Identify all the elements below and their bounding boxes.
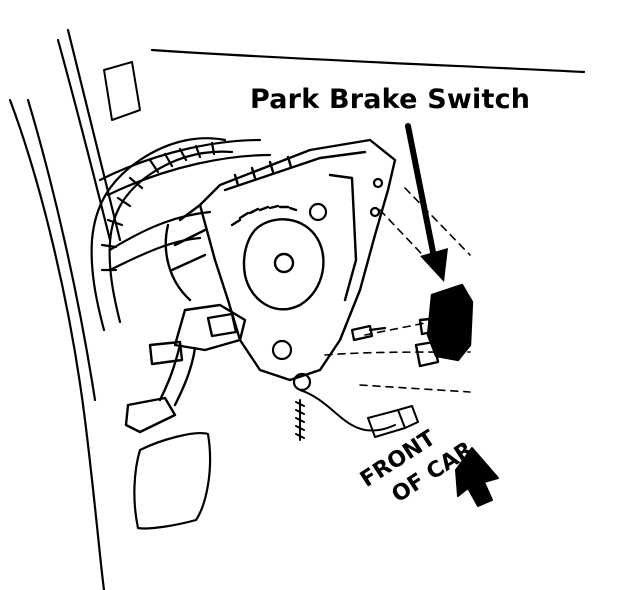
- park-brake-switch: [414, 283, 474, 368]
- release-cable: [295, 389, 419, 441]
- park-brake-switch-label: Park Brake Switch: [250, 84, 531, 115]
- ratchet-wheel: [230, 204, 325, 311]
- vent-panel: [103, 61, 141, 121]
- mounting-holes: [271, 177, 384, 392]
- front-direction-arrow: [455, 447, 499, 507]
- mounting-screw: [350, 324, 387, 342]
- pedal-bracket: [164, 138, 397, 382]
- floor-pad: [133, 432, 212, 530]
- wire-harness: [90, 137, 234, 332]
- dashboard-outline: [8, 28, 586, 590]
- callout-arrow: [405, 123, 448, 282]
- pedal-arm: [124, 303, 247, 434]
